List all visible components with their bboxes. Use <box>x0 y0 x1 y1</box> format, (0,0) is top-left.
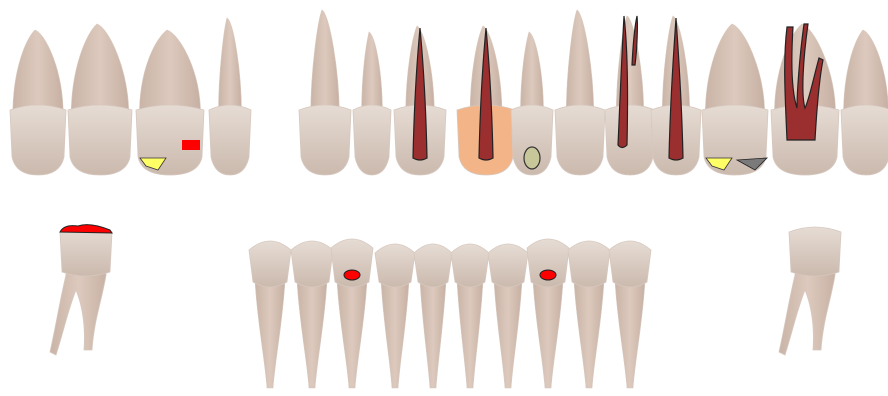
root-shape <box>705 24 764 115</box>
lower-right-central-incisor <box>414 244 452 388</box>
crown-shape <box>414 244 452 287</box>
upper-left-premolar-1 <box>605 16 655 175</box>
crown-shape <box>568 241 610 287</box>
root-shape <box>311 10 340 115</box>
root-shape <box>218 18 241 115</box>
lower-right-lateral-incisor <box>375 244 415 388</box>
root-shape <box>533 280 563 388</box>
root-shape <box>71 24 129 115</box>
crown-shape <box>291 241 333 287</box>
lower-left-canine <box>527 239 569 388</box>
lower-left-molar <box>779 227 841 355</box>
lower-left-premolar-1 <box>568 241 610 388</box>
root-shape <box>520 32 543 115</box>
root-shape <box>255 280 285 388</box>
crown-shape <box>605 105 655 175</box>
crown-shape <box>488 244 528 287</box>
crown-shape <box>249 241 291 287</box>
root-shape <box>362 32 383 115</box>
upper-right-premolar-2 <box>209 18 251 175</box>
red-oval-marker <box>540 270 556 280</box>
lower-left-central-incisor <box>451 244 489 388</box>
root-shape <box>13 30 63 115</box>
root-shape <box>574 280 604 388</box>
crown-shape <box>375 244 415 287</box>
crown-shape <box>68 105 132 175</box>
upper-right-molar-3 <box>10 30 66 175</box>
upper-right-molar-1 <box>136 30 204 175</box>
crown-shape <box>841 105 888 175</box>
red-filling-marker <box>182 140 200 150</box>
upper-right-canine <box>299 10 351 175</box>
crown-shape <box>10 105 66 175</box>
crown-shape <box>789 227 841 276</box>
upper-left-canine <box>555 10 605 175</box>
red-filling-marker <box>60 225 112 233</box>
lower-left-lateral-incisor <box>488 244 528 388</box>
crown-shape <box>209 105 251 175</box>
root-shape <box>139 30 200 115</box>
oval-marker <box>524 147 540 169</box>
upper-left-molar-1 <box>702 24 768 175</box>
crown-shape <box>299 105 351 175</box>
upper-right-lateral-incisor <box>353 32 391 175</box>
upper-left-premolar-2 <box>651 16 701 175</box>
root-shape <box>457 280 483 388</box>
crown-shape <box>555 105 605 175</box>
upper-left-molar-3 <box>841 30 888 175</box>
root-shape <box>566 10 594 115</box>
upper-right-central-incisor-a <box>394 26 446 175</box>
lower-right-premolar-1 <box>291 241 333 388</box>
crown-shape <box>353 105 391 175</box>
crown-shape <box>60 227 112 276</box>
lower-right-premolar-2 <box>249 241 291 388</box>
lower-right-canine <box>331 239 373 388</box>
upper-left-molar-2 <box>771 24 839 175</box>
upper-left-lateral-incisor <box>511 32 553 175</box>
lower-left-premolar-2 <box>609 241 651 388</box>
crown-shape <box>609 241 651 287</box>
root-shape <box>337 280 367 388</box>
crown-shape <box>451 244 489 287</box>
root-shape <box>381 280 409 388</box>
root-shape <box>615 280 645 388</box>
red-oval-marker <box>344 270 360 280</box>
root-shape <box>494 280 522 388</box>
lower-right-molar <box>50 225 112 355</box>
root-shape <box>844 30 888 115</box>
root-shape <box>420 280 446 388</box>
upper-central-incisor-b <box>457 26 515 175</box>
root-shape <box>297 280 327 388</box>
upper-right-molar-2 <box>68 24 132 175</box>
